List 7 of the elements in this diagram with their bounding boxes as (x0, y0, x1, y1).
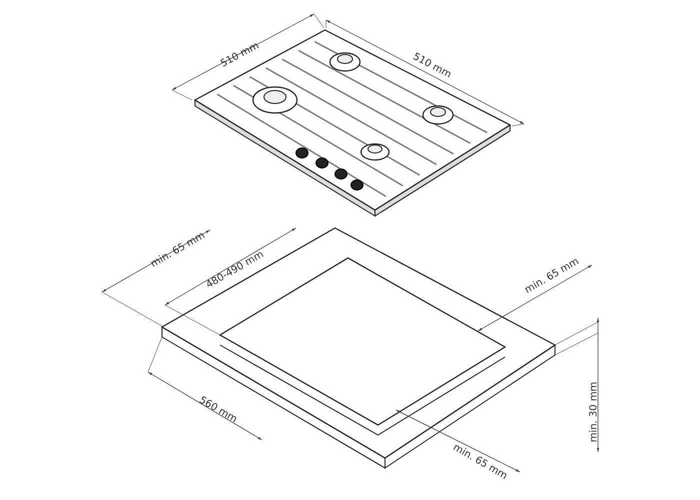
dimension-label: 510 mm (410, 51, 454, 81)
dimension-label: min. 65 mm (149, 230, 207, 270)
dimension-label: 510 mm (218, 40, 262, 70)
dimension-label: 560 mm (197, 394, 239, 426)
dimension-label: min. 65 mm (451, 442, 509, 482)
dimension-label: min. 65 mm (523, 256, 581, 296)
dimension-label: min. 30 mm (588, 382, 600, 442)
